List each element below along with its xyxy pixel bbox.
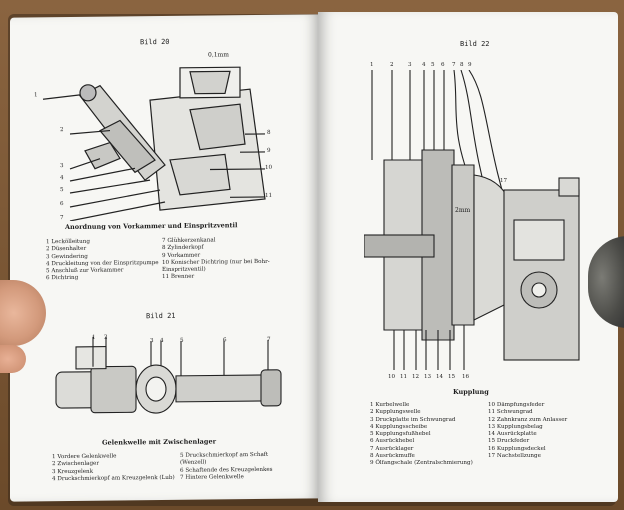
fig20-callout-2: 2	[60, 127, 64, 134]
fig22-callout-8: 8	[460, 62, 464, 68]
fig20-callout-8: 8	[267, 129, 271, 136]
fig20-caption: Anordnung von Vorkammer und Einspritzven…	[65, 221, 238, 232]
fig20-callout-9: 9	[267, 147, 271, 154]
fig20-legend-right: 7 Glühkerzenkanal 8 Zylinderkopf 9 Vorka…	[162, 237, 270, 281]
fig20-callout-10: 10	[265, 164, 273, 171]
fig22-callout-1: 1	[370, 62, 374, 68]
fig22-legend-left: 1 Kurbelwelle 2 Kupplungswelle 3 Druckpl…	[370, 402, 473, 467]
fig22-legend-right: 10 Dämpfungsfeder 11 Schwungrad 12 Zahnk…	[488, 402, 568, 460]
fig21-callout-2: 2	[104, 334, 108, 341]
fig22-dim-label: 2mm	[455, 207, 471, 214]
fig22-bottom-callout-12: 12	[412, 374, 420, 380]
fig22-callout-4: 4	[422, 62, 426, 68]
fig22-bottom-callout-10: 10	[388, 374, 396, 380]
fig22-callout-6: 6	[441, 62, 445, 68]
fig21-callout-4: 4	[160, 338, 164, 345]
fig20-drawing	[42, 66, 266, 222]
fig21-legend-right: 5 Druckschmierkopf am Schaft (Wenzell) 6…	[180, 451, 273, 481]
fig20-callout-11: 11	[265, 192, 273, 199]
fig21-title: Bild 21	[146, 311, 176, 321]
fig21-callout-7: 7	[267, 336, 271, 343]
fig20-legend-left: 1 Leckölleitung 2 Düsenhalter 3 Gewinder…	[46, 238, 159, 282]
fig22-callout-7: 7	[452, 62, 456, 68]
fig22-drawing	[364, 70, 580, 370]
fig20-callout-6: 6	[60, 201, 64, 208]
fig22-bottom-callout-15: 15	[448, 374, 456, 380]
fig21-callout-6: 6	[223, 337, 227, 344]
fig20-callout-4: 4	[60, 175, 64, 182]
fig22-callout-3: 3	[408, 62, 412, 68]
fig22-bottom-callout-11: 11	[400, 374, 408, 380]
right-page: Bild 22 1 2 3 4 5 6 7 8 9	[318, 12, 618, 502]
fig20-title: Bild 20	[140, 37, 170, 47]
fig20-callout-3: 3	[60, 163, 64, 170]
fig22-side-callout: 17	[500, 178, 508, 184]
fig22-bottom-callout-13: 13	[424, 374, 432, 380]
fig21-callout-5: 5	[180, 337, 184, 344]
left-page: Bild 20 0,1mm	[10, 14, 318, 502]
fig22-callout-2: 2	[390, 62, 394, 68]
fig20-callout-1: 1	[34, 92, 38, 99]
fig21-legend-left: 1 Vordere Gelenkwelle 2 Zwischenlager 3 …	[52, 453, 175, 483]
fig20-dim-label: 0,1mm	[208, 51, 229, 59]
fig21-drawing	[55, 336, 282, 414]
finger	[0, 345, 26, 373]
fig22-bottom-callout-14: 14	[436, 374, 444, 380]
fig22-bottom-callout-16: 16	[462, 374, 470, 380]
fig20-callout-7: 7	[60, 215, 64, 222]
fig21-caption: Gelenkwelle mit Zwischenlager	[102, 437, 217, 447]
fig22-callout-5: 5	[431, 62, 435, 68]
fig22-title: Bild 22	[460, 40, 490, 48]
fig22-callout-9: 9	[468, 62, 472, 68]
fig22-caption: Kupplung	[453, 388, 489, 396]
fig20-callout-5: 5	[60, 187, 64, 194]
fig21-callout-3: 3	[150, 338, 154, 345]
fig21-callout-1: 1	[92, 334, 96, 341]
